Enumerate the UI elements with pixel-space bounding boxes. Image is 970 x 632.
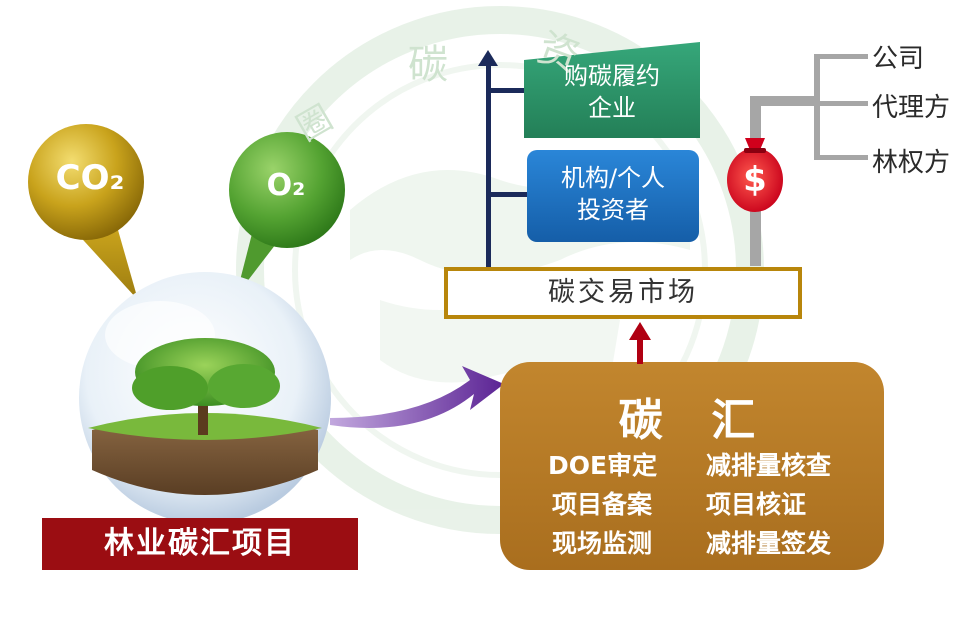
buyer-enterprise-line-1: 购碳履约	[564, 62, 660, 90]
sink-item-project-registration: 项目备案	[552, 490, 653, 519]
buyer-investor-line-1: 机构/个人	[560, 164, 666, 192]
o2-circle	[229, 132, 345, 248]
seller-agent: 代理方	[872, 93, 951, 123]
sink-item-project-certification: 项目核证	[706, 490, 807, 519]
buyer-enterprise: 购碳履约 企业	[524, 60, 700, 124]
co2-circle	[28, 124, 144, 240]
sink-item-doe-validation: DOE审定	[548, 451, 658, 480]
sink-item-reduction-verification: 减排量核查	[706, 451, 832, 480]
buyer-investor-line-2: 投资者	[577, 196, 649, 224]
seller-company: 公司	[872, 44, 925, 74]
project-banner-bg	[42, 518, 358, 570]
market-label: 碳交易市场	[548, 277, 698, 308]
market-box	[444, 267, 802, 319]
o2-label: O₂	[266, 168, 306, 203]
dollar-sign: $	[743, 160, 767, 200]
co2-bubble-tail	[74, 230, 138, 300]
buyer-investor: 机构/个人 投资者	[527, 162, 699, 226]
money-bag-icon	[727, 138, 783, 212]
sink-item-reduction-issuance: 减排量签发	[706, 529, 832, 558]
project-label: 林业碳汇项目	[104, 526, 296, 561]
navy-up-arrow	[478, 50, 527, 267]
watermark-char-1: 碳	[408, 42, 448, 88]
carbon-sink-title: 碳 汇	[618, 395, 762, 446]
buyer-enterprise-line-2: 企业	[588, 94, 636, 122]
forest-globe	[79, 272, 331, 524]
co2-label: CO₂	[55, 158, 125, 198]
seller-forest-owner: 林权方	[872, 148, 951, 178]
buyer-box-enterprise-bg	[524, 42, 700, 138]
flow-arrow-to-carbon-sink	[330, 366, 504, 428]
carbon-sink-box	[500, 362, 884, 570]
buyer-box-investor-bg	[527, 150, 699, 242]
sink-item-site-monitoring: 现场监测	[552, 529, 653, 558]
red-up-arrow	[629, 322, 651, 364]
